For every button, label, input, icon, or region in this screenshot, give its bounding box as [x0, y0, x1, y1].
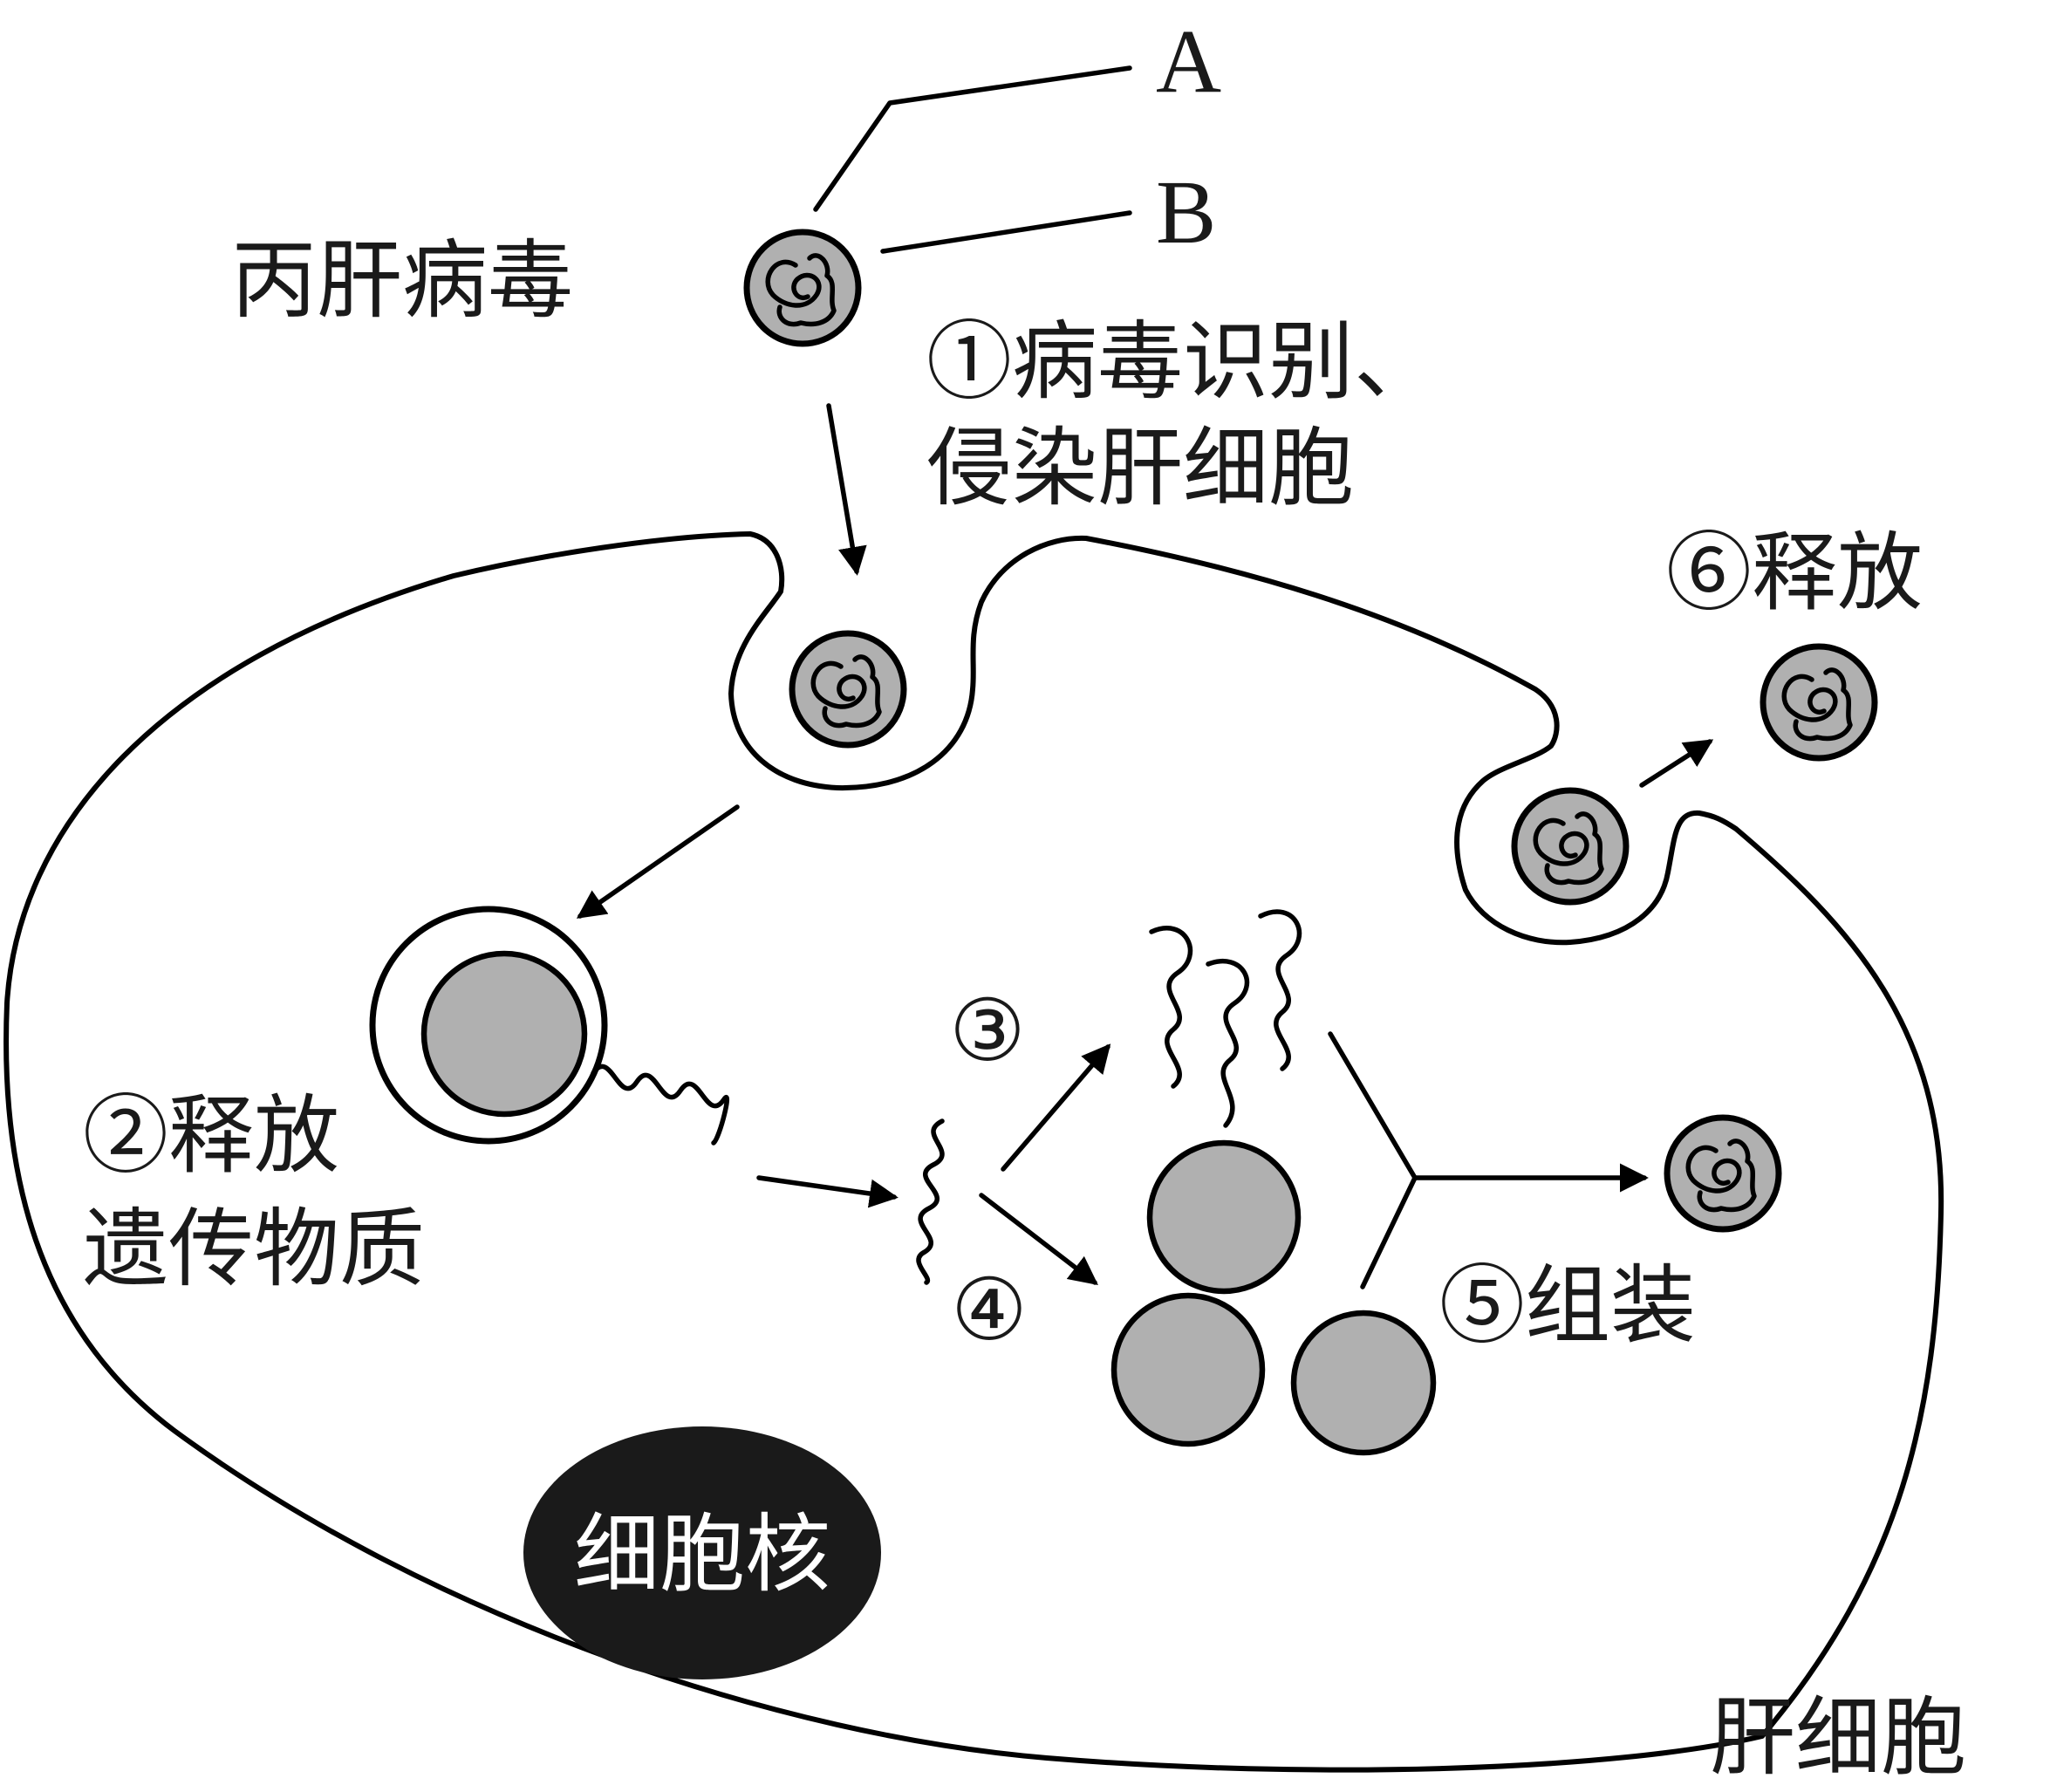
virus-label: 丙肝病毒	[231, 231, 573, 331]
entry-arrow	[826, 403, 867, 576]
step1-label-line1: ①病毒识别、	[926, 312, 1439, 412]
label-a: A	[1156, 11, 1221, 112]
virus-particle-outside	[747, 232, 858, 344]
rna-copy-2	[1206, 958, 1250, 1128]
rna-copy-1	[1149, 926, 1193, 1089]
nucleus	[523, 1426, 881, 1679]
virus-budding	[1514, 790, 1626, 902]
step5-label: ⑤组装	[1439, 1256, 1696, 1356]
protein-particle-1	[1146, 1139, 1302, 1295]
assembled-virus	[1667, 1118, 1779, 1229]
rna-copy-3	[1258, 909, 1302, 1071]
step2-label-line1: ②释放	[83, 1086, 339, 1186]
label-line-b	[880, 210, 1132, 254]
step1-label-line2: 侵染肝细胞	[926, 419, 1354, 518]
step4-label: ④	[951, 1261, 1028, 1360]
release-arrow	[1639, 739, 1714, 788]
uncoating-arrow	[576, 804, 740, 919]
virus-endocytosed	[792, 633, 904, 745]
protein-particle-3	[1290, 1310, 1437, 1456]
assembly-bracket	[1328, 1031, 1418, 1289]
cell-membrane	[3, 531, 1944, 1773]
translation-arrow	[979, 1193, 1098, 1286]
liver-cell-label: 肝细胞	[1710, 1688, 1966, 1788]
nucleus-label: 细胞核	[574, 1505, 830, 1604]
step3-label: ③	[949, 981, 1026, 1081]
label-line-a	[813, 65, 1132, 212]
rna-template	[916, 1118, 945, 1285]
virus-released	[1763, 646, 1875, 758]
capsid-in-vesicle	[420, 950, 588, 1118]
rna-arrow	[756, 1175, 899, 1208]
step2-label-line2: 遗传物质	[83, 1200, 425, 1299]
step6-label: ⑥释放	[1666, 523, 1923, 623]
label-b: B	[1156, 162, 1216, 263]
protein-particle-2	[1110, 1292, 1266, 1447]
released-rna	[591, 1064, 730, 1146]
replication-arrow	[1001, 1043, 1111, 1172]
